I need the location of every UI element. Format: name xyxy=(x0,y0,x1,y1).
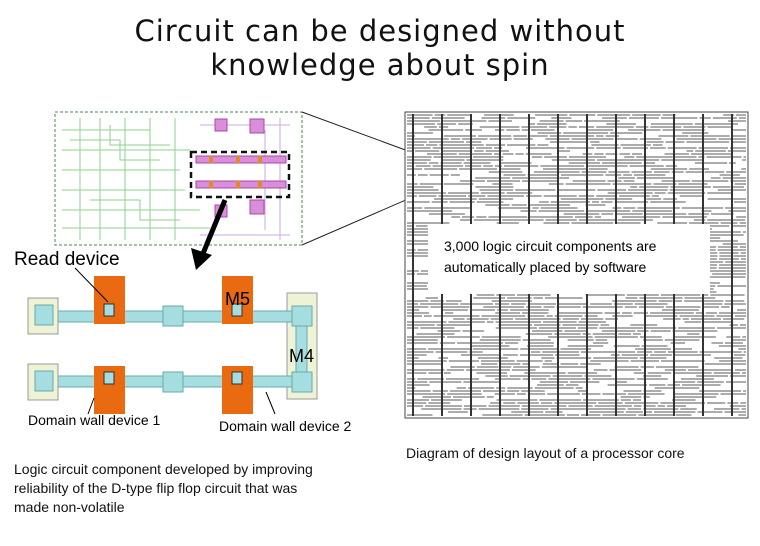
right-caption: Diagram of design layout of a processor … xyxy=(406,445,685,461)
left-caption: Logic circuit component developed by imp… xyxy=(14,460,313,517)
title-line-1: Circuit can be designed without xyxy=(134,14,626,48)
m5-label: M5 xyxy=(225,289,251,309)
arrow-head xyxy=(191,248,212,270)
title-line-2: knowledge about spin xyxy=(210,48,550,82)
zoom-highlight-box xyxy=(189,150,291,199)
circuit-enlarged xyxy=(27,267,318,415)
layout-thumbnail xyxy=(54,111,303,246)
callout-line-2: automatically placed by software xyxy=(444,259,647,275)
read-device-label: Read device xyxy=(14,249,120,270)
left-caption-line-2: reliability of the D-type flip flop circ… xyxy=(14,480,298,496)
left-caption-line-1: Logic circuit component developed by imp… xyxy=(14,461,313,477)
left-caption-line-3: made non-volatile xyxy=(14,499,125,515)
callout-line-1: 3,000 logic circuit components are xyxy=(444,238,657,254)
domain-wall-device-1-label: Domain wall device 1 xyxy=(28,412,161,428)
slide-title: Circuit can be designed without knowledg… xyxy=(0,14,760,82)
domain-wall-device-2-label: Domain wall device 2 xyxy=(219,418,352,434)
arrow-shaft xyxy=(199,199,228,257)
m4-label: M4 xyxy=(289,346,315,366)
auto-placement-callout: 3,000 logic circuit components are autom… xyxy=(428,224,710,294)
